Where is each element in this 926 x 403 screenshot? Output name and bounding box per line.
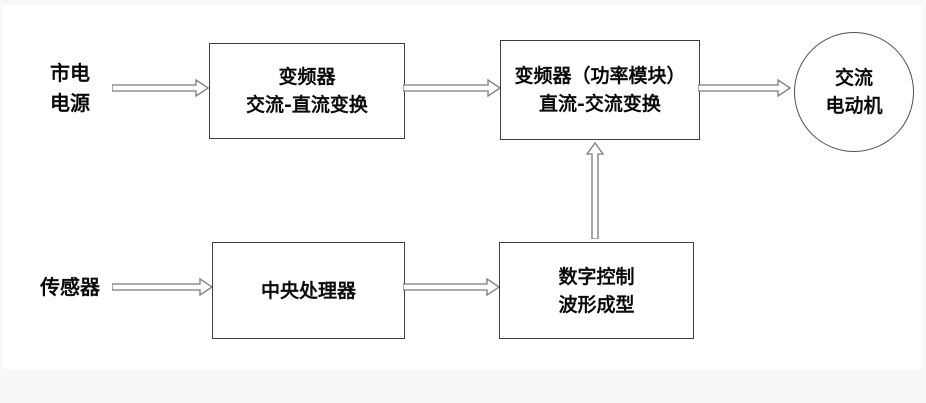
node-inverter-power-module-box: 变频器（功率模块） 直流-交流变换 — [500, 40, 700, 140]
text-line: 电动机 — [825, 95, 883, 117]
text-line: 交流 — [834, 67, 873, 89]
text-line: 中央处理器 — [260, 279, 356, 302]
node-ac-motor-circle: 交流 电动机 — [794, 32, 914, 152]
arrow-rectifier-to-inverter — [403, 78, 501, 98]
node-cpu-box: 中央处理器 — [212, 242, 405, 339]
node-waveform-box: 数字控制 波形成型 — [499, 242, 694, 339]
text-line: 电源 — [50, 91, 90, 115]
text-line: 波形成型 — [558, 293, 635, 316]
arrow-sensor-to-cpu — [112, 277, 213, 297]
text-line: 市电 — [50, 61, 90, 85]
text-line: 数字控制 — [558, 265, 635, 288]
arrow-cpu-to-waveform — [403, 277, 500, 297]
node-rectifier-box: 变频器 交流-直流变换 — [209, 43, 405, 139]
arrow-mains-to-rectifier — [112, 78, 209, 98]
arrow-inverter-to-motor — [698, 78, 791, 98]
arrow-waveform-to-inverter — [586, 142, 604, 239]
label-mains-power: 市电 电源 — [30, 58, 110, 118]
text-line: 直流-交流变换 — [539, 93, 661, 115]
label-sensor: 传感器 — [30, 272, 110, 302]
diagram-canvas — [2, 5, 921, 369]
text-line: 变频器（功率模块） — [514, 65, 686, 87]
text-line: 变频器 — [278, 66, 336, 88]
text-line: 传感器 — [40, 275, 100, 299]
text-line: 交流-直流变换 — [246, 94, 368, 116]
